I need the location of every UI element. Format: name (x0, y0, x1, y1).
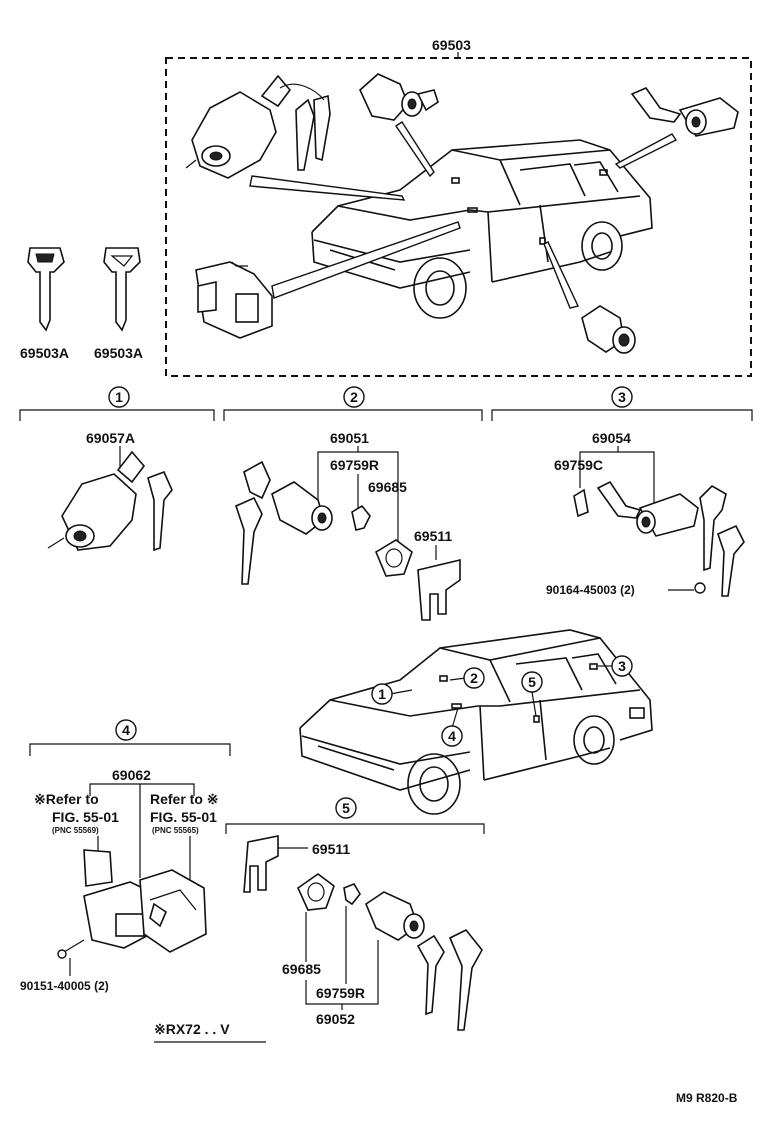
circle-3: 3 (611, 386, 633, 408)
ignition-cylinder-icon-s1 (47, 450, 173, 552)
back-door-screw-number: 90164-45003 (2) (546, 583, 635, 597)
door-cylinder-bottom-icon (581, 305, 636, 354)
svg-text:3: 3 (618, 658, 626, 674)
door-cyl-right-retainer-number: 69511 (414, 528, 452, 544)
lock-set-group: 69503 (165, 37, 752, 377)
sub-key-icon (103, 247, 141, 332)
door-cylinder-top-icon (359, 73, 439, 121)
location-arrows (249, 121, 678, 309)
circle-1: 1 (108, 386, 130, 408)
glove-lock-top-icon (195, 261, 273, 339)
door-cyl-right-lever-number: 69759R (330, 457, 379, 473)
door-cylinder-left-icon (243, 835, 483, 1031)
glove-screw-number: 90151-40005 (2) (20, 979, 109, 993)
master-key-icon (27, 247, 65, 332)
car-illustration-middle (299, 629, 653, 815)
circle-2: 2 (343, 386, 365, 408)
lock-set-number: 69503 (432, 37, 471, 53)
back-door-cylinder-top-icon (630, 87, 739, 137)
ignition-cylinder-icon (185, 74, 331, 179)
ignition-cylinder-number: 69057A (86, 430, 135, 446)
svg-text:5: 5 (528, 674, 536, 690)
ref-right-line2: FIG. 55-01 (150, 809, 217, 825)
ref-right-line1: Refer to ※ (150, 791, 219, 807)
ref-left-line1: ※Refer to (34, 791, 99, 807)
section-3: 3 69054 69759C 90164-45003 (2) (491, 386, 753, 597)
svg-text:2: 2 (350, 389, 358, 405)
svg-text:1: 1 (378, 686, 386, 702)
door-cyl-left-number: 69052 (316, 1011, 355, 1027)
lever-lower-number: 69759R (316, 985, 365, 1001)
pad-lower-number: 69685 (282, 961, 321, 977)
svg-text:3: 3 (618, 389, 626, 405)
ref-left-line3: (PNC 55569) (52, 826, 99, 835)
section-4: 4 69062 ※Refer to FIG. 55-01 (PNC 55569)… (20, 719, 266, 1043)
svg-text:1: 1 (115, 389, 123, 405)
svg-text:5: 5 (342, 800, 350, 816)
diagram-code: M9 R820-B (676, 1091, 738, 1105)
door-cyl-right-number: 69051 (330, 430, 369, 446)
section-5: 5 69511 69685 69759R 69052 (225, 797, 485, 1031)
circle-4: 4 (115, 719, 137, 741)
car-illustration-top (311, 139, 653, 319)
retainer-lower-number: 69511 (312, 841, 350, 857)
section-1: 1 69057A (19, 386, 215, 552)
key-right-number: 69503A (94, 345, 143, 361)
back-door-lever-number: 69759C (554, 457, 603, 473)
glove-lock-icon (83, 849, 207, 953)
glove-lock-number: 69062 (112, 767, 151, 783)
ref-right-line3: (PNC 55565) (152, 826, 199, 835)
door-cyl-right-pad-number: 69685 (368, 479, 407, 495)
svg-text:4: 4 (448, 728, 456, 744)
car-callouts: 1 2 3 4 5 (371, 655, 633, 747)
note-text: ※RX72 . . V (154, 1021, 230, 1037)
keys-group: 69503A 69503A (20, 247, 143, 361)
section-2: 2 69051 69759R 69685 69511 (223, 386, 483, 621)
svg-text:2: 2 (470, 670, 478, 686)
door-cylinder-right-icon (235, 460, 461, 621)
back-door-cylinder-icon (573, 480, 745, 597)
svg-text:4: 4 (122, 722, 130, 738)
circle-5: 5 (335, 797, 357, 819)
ref-left-line2: FIG. 55-01 (52, 809, 119, 825)
key-left-number: 69503A (20, 345, 69, 361)
back-door-cyl-number: 69054 (592, 430, 631, 446)
